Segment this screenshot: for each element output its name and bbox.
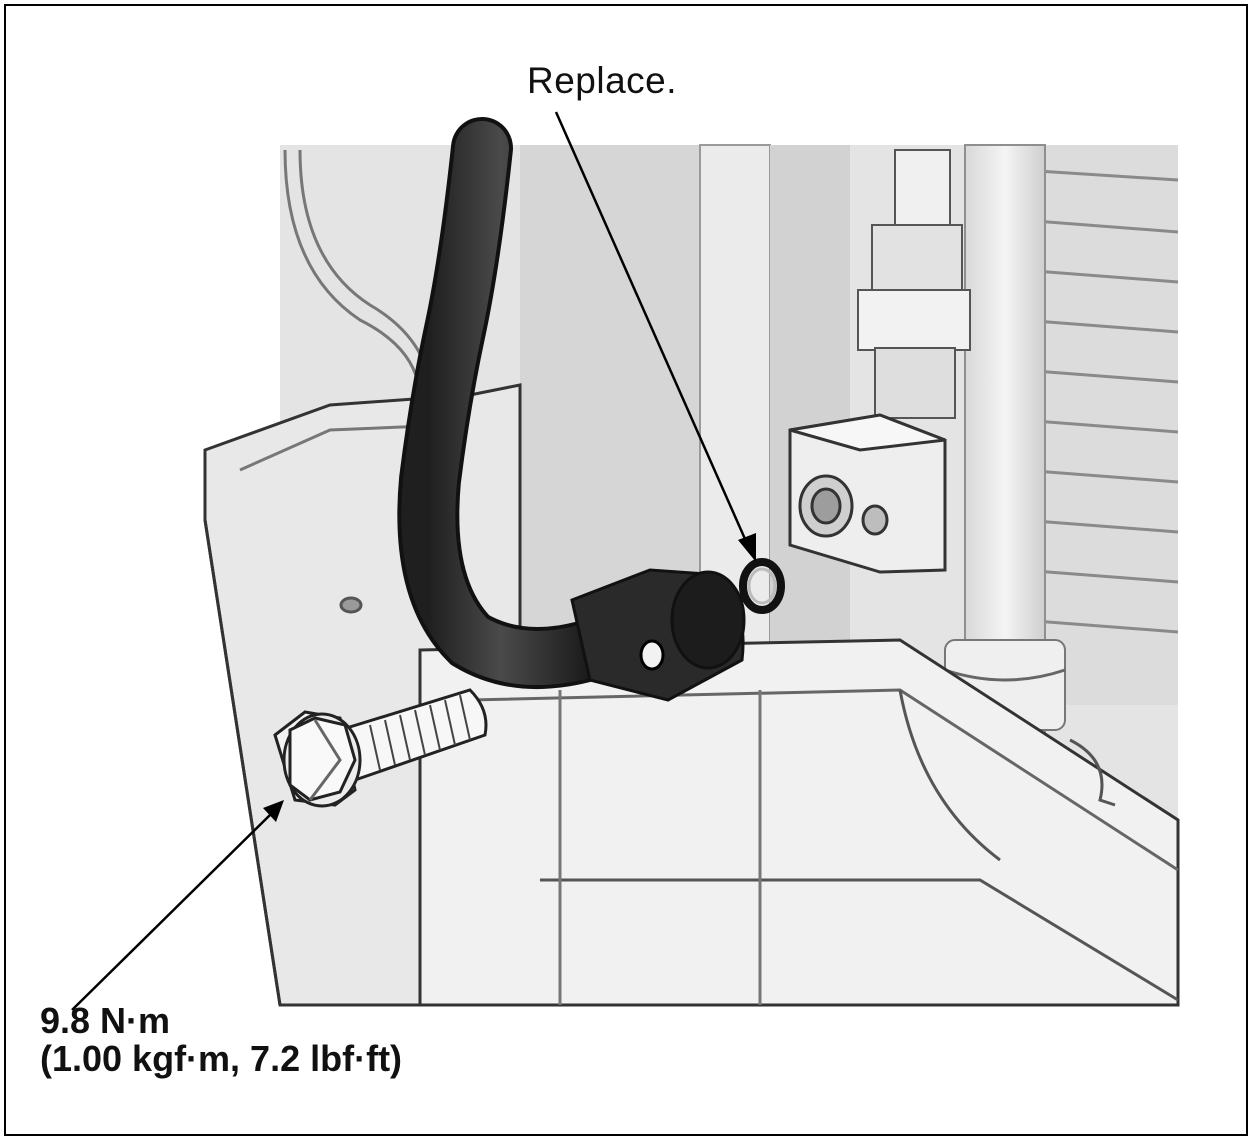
- replace-callout: Replace.: [527, 60, 678, 101]
- hose-fitting-block: [570, 568, 746, 702]
- leader-arrow-torque: [71, 800, 284, 1011]
- condenser-fitting-block: [788, 413, 947, 574]
- o-ring: [739, 558, 785, 614]
- radiator-fins: [1020, 145, 1179, 705]
- torque-spec: 9.8 N·m (1.00 kgf·m, 7.2 lbf·ft): [40, 1002, 402, 1078]
- torque-nm: 9.8 N·m: [40, 1000, 171, 1041]
- flange-bolt: [273, 688, 488, 808]
- torque-alt-units: (1.00 kgf·m, 7.2 lbf·ft): [40, 1038, 403, 1079]
- leader-arrow-replace: [554, 111, 756, 562]
- vertical-pipe: [944, 144, 1066, 746]
- pressure-sensor: [857, 149, 971, 419]
- ac-hose: [397, 117, 621, 689]
